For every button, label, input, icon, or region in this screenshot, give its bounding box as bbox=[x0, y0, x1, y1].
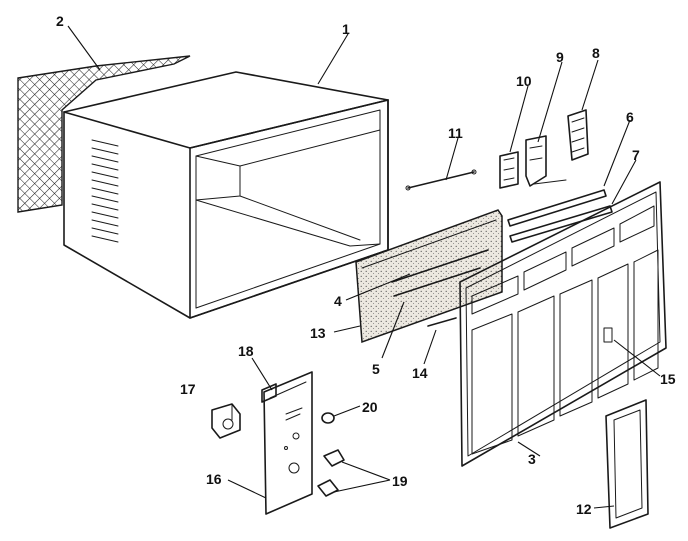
callout-13: 13 bbox=[310, 325, 326, 341]
callout-9: 9 bbox=[556, 49, 564, 65]
part-11-rod bbox=[405, 169, 477, 191]
leader-lines bbox=[67, 25, 661, 509]
part-8-clip-strip bbox=[567, 109, 589, 161]
part-2-filter-mesh bbox=[17, 55, 191, 213]
part-12-access-door bbox=[605, 399, 649, 529]
part-3-front-grille bbox=[459, 181, 667, 467]
callout-2: 2 bbox=[56, 13, 64, 29]
part-18-panel-top bbox=[261, 383, 277, 403]
callout-6: 6 bbox=[626, 109, 634, 125]
callout-7: 7 bbox=[632, 147, 640, 163]
part-4-rod bbox=[391, 249, 489, 283]
callout-labels: 1 2 3 4 5 6 7 8 9 10 11 12 13 14 15 16 1… bbox=[56, 13, 676, 517]
part-10-bracket bbox=[499, 151, 519, 189]
part-7-strip bbox=[509, 205, 613, 243]
callout-8: 8 bbox=[592, 45, 600, 61]
callout-14: 14 bbox=[412, 365, 428, 381]
callout-17: 17 bbox=[180, 381, 196, 397]
part-19-switch-upper bbox=[323, 449, 345, 467]
callout-11: 11 bbox=[448, 125, 463, 141]
callout-20: 20 bbox=[362, 399, 378, 415]
callout-10: 10 bbox=[516, 73, 532, 89]
part-20-small-knob bbox=[321, 412, 335, 424]
callout-16: 16 bbox=[206, 471, 222, 487]
callout-18: 18 bbox=[238, 343, 254, 359]
part-19-switch-lower bbox=[317, 479, 339, 497]
part-1-cabinet bbox=[63, 71, 389, 319]
part-9-bracket bbox=[525, 135, 567, 187]
part-16-control-panel bbox=[263, 371, 313, 515]
callout-15: 15 bbox=[660, 371, 676, 387]
callout-3: 3 bbox=[528, 451, 536, 467]
callout-4: 4 bbox=[334, 293, 342, 309]
part-5-rod bbox=[393, 267, 481, 297]
callout-12: 12 bbox=[576, 501, 592, 517]
part-13-insulation-panel bbox=[355, 209, 503, 344]
part-17-knob bbox=[211, 403, 241, 439]
callout-19: 19 bbox=[392, 473, 408, 489]
callout-1: 1 bbox=[342, 21, 350, 37]
part-6-strip bbox=[507, 189, 607, 227]
callout-5: 5 bbox=[372, 361, 380, 377]
part-14-rod bbox=[427, 317, 457, 327]
